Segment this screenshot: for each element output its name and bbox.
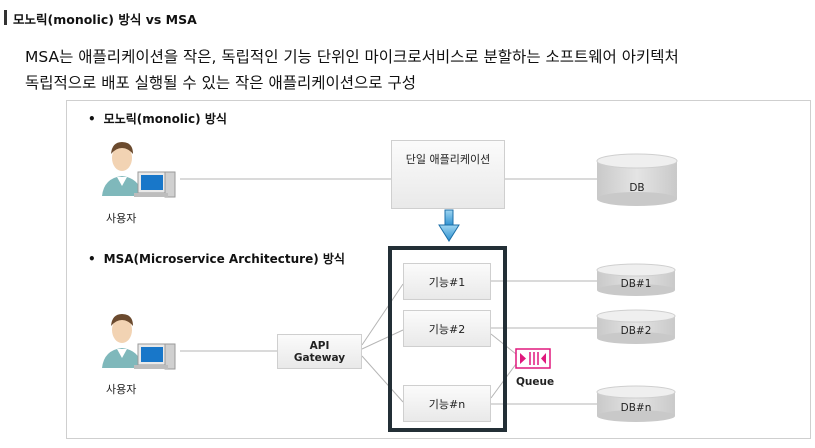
queue-icon <box>515 348 551 369</box>
link-gw-f2 <box>361 329 404 350</box>
db-cylinder-2 <box>596 309 676 344</box>
transition-arrow <box>438 209 460 242</box>
msa-services-frame <box>388 246 507 432</box>
gateway-line-1: API <box>309 339 330 352</box>
single-application-box: 단일 애플리케이션 <box>391 140 505 209</box>
link-gw-f1 <box>361 283 404 346</box>
db-label-n: DB#n <box>620 402 652 414</box>
intro-line-2: 독립적으로 배포 실행될 수 있는 작은 애플리케이션으로 구성 <box>25 74 416 92</box>
api-gateway-box: API Gateway <box>277 334 362 369</box>
header-accent-bar <box>4 10 7 25</box>
function-label-n: 기능#n <box>428 397 466 411</box>
bullet: • <box>88 252 96 266</box>
monolithic-section-title: • 모노릭(monolic) 방식 <box>88 110 227 127</box>
intro-line-1: MSA는 애플리케이션을 작은, 독립적인 기능 단위인 마이크로서비스로 분할… <box>25 48 679 66</box>
msa-title-text: MSA(Microservice Architecture) 방식 <box>103 252 345 266</box>
db-label-1: DB#1 <box>620 278 652 290</box>
gateway-line-2: Gateway <box>293 351 346 364</box>
db-cylinder-1 <box>596 263 676 296</box>
function-box-2: 기능#2 <box>403 310 491 347</box>
intro-text: MSA는 애플리케이션을 작은, 독립적인 기능 단위인 마이크로서비스로 분할… <box>25 44 679 96</box>
function-label-2: 기능#2 <box>428 322 466 336</box>
link-gw-fn <box>361 355 404 403</box>
function-label-1: 기능#1 <box>428 275 466 289</box>
monolithic-title-text: 모노릭(monolic) 방식 <box>103 112 227 126</box>
db-label-2: DB#2 <box>620 325 652 337</box>
db-cylinder-n <box>596 385 676 422</box>
user-label-mono: 사용자 <box>106 212 137 225</box>
single-application-label: 단일 애플리케이션 <box>405 153 491 166</box>
function-box-n: 기능#n <box>403 385 491 422</box>
user-icon-msa <box>102 314 176 370</box>
page-title: 모노릭(monolic) 방식 vs MSA <box>13 12 197 27</box>
function-box-1: 기능#1 <box>403 263 491 300</box>
db-cylinder-mono <box>596 153 678 206</box>
user-icon-mono <box>102 142 176 198</box>
user-label-msa: 사용자 <box>106 383 137 396</box>
db-label-mono: DB <box>629 182 645 194</box>
queue-label: Queue <box>516 376 555 388</box>
bullet: • <box>88 112 96 126</box>
msa-section-title: • MSA(Microservice Architecture) 방식 <box>88 250 345 267</box>
